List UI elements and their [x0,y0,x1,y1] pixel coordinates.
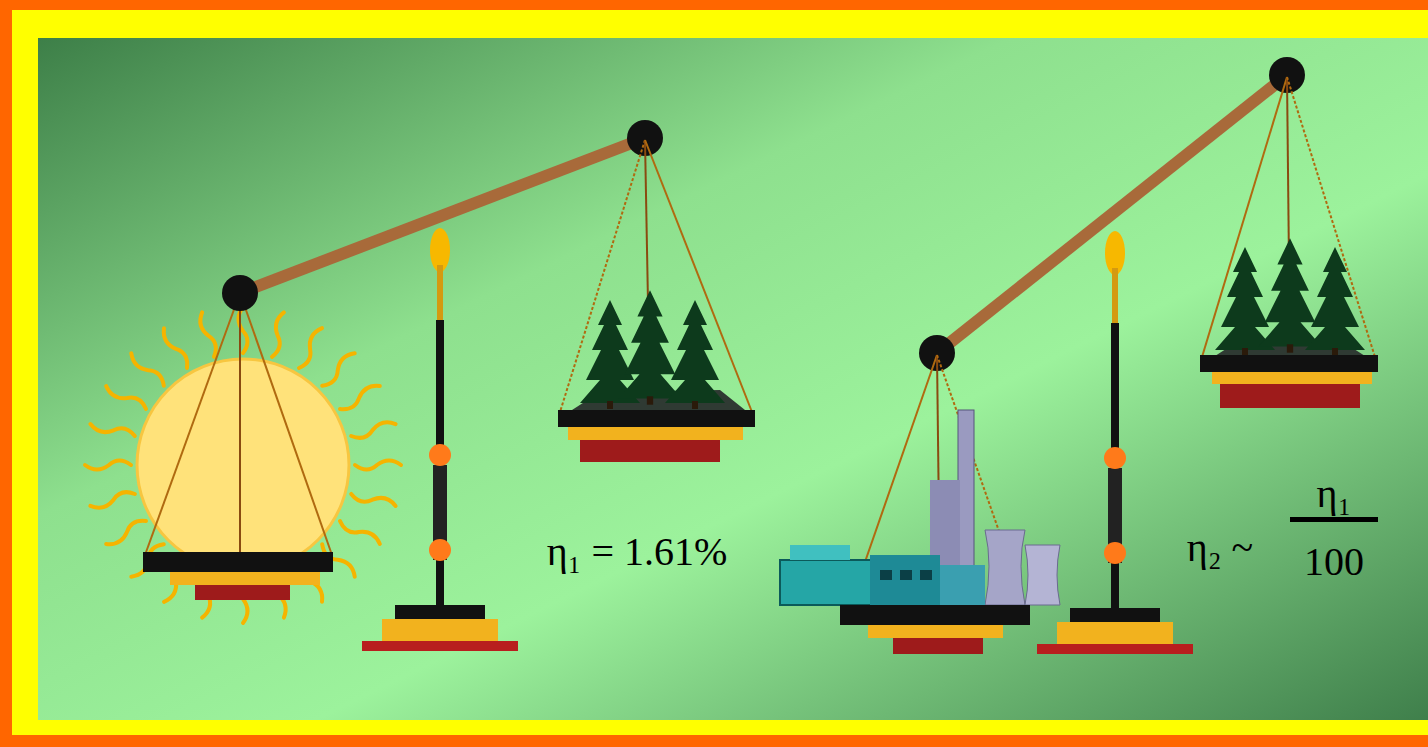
fraction-denominator: 100 [1304,542,1364,582]
efficiency-label: η₂ ~ [1187,528,1254,568]
efficiency-label: η₁ = 1.61% [547,532,728,572]
fraction-numerator: η₁ [1317,474,1352,514]
